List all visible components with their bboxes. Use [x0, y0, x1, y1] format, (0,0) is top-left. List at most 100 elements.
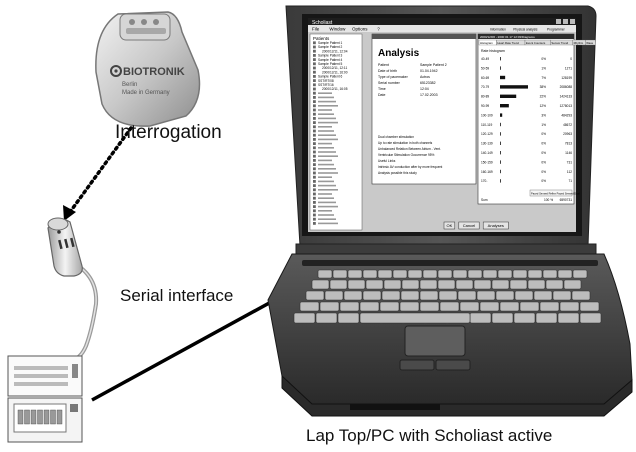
- keyboard-key: [419, 290, 439, 301]
- tree-item[interactable]: [318, 180, 334, 183]
- laptop-speaker: [302, 260, 598, 266]
- tree-item[interactable]: [318, 201, 336, 204]
- histogram-tab[interactable]: [585, 39, 596, 46]
- tree-item[interactable]: Sample Patient 1: [318, 41, 343, 45]
- right-menu-item[interactable]: Programmer: [547, 28, 566, 32]
- tree-item[interactable]: [318, 130, 334, 132]
- keyboard: [293, 269, 602, 324]
- right-menu-item[interactable]: Information: [490, 28, 506, 32]
- analysis-note: Up to rate stimulation in both channels: [378, 141, 433, 145]
- wand-led: [57, 230, 61, 234]
- tree-item[interactable]: [318, 109, 332, 111]
- tree-item[interactable]: [318, 100, 336, 103]
- tree-item[interactable]: [318, 142, 332, 145]
- tree-item[interactable]: Sample Patient 2: [318, 45, 343, 49]
- tree-item[interactable]: [318, 155, 338, 157]
- interrogation-arrowhead: [63, 205, 76, 221]
- tree-item[interactable]: 2000/12/11, 12:04: [322, 49, 348, 53]
- tree-item[interactable]: [318, 210, 332, 212]
- tree-node-icon: [313, 117, 316, 120]
- dialog-button-label: Analyses: [488, 223, 504, 228]
- tree-node-icon: [313, 49, 316, 53]
- tree-node-icon: [313, 175, 316, 179]
- tree-item[interactable]: [318, 172, 338, 174]
- menu-item[interactable]: File: [312, 27, 320, 32]
- tree-item[interactable]: [318, 176, 332, 178]
- tree-item[interactable]: SST/RT/08: [318, 79, 334, 83]
- tree-node-icon: [313, 201, 316, 204]
- tree-item[interactable]: [318, 138, 338, 141]
- tree-item[interactable]: [318, 117, 336, 120]
- tree-node-icon: [313, 133, 316, 137]
- tree-item[interactable]: [318, 168, 336, 170]
- tree-item[interactable]: [318, 121, 338, 124]
- tree-item[interactable]: [318, 92, 332, 94]
- tree-item[interactable]: [318, 151, 336, 153]
- tree-header: Patients: [313, 36, 330, 41]
- programmer-key: [50, 409, 56, 425]
- tree-node-icon: [313, 222, 316, 225]
- tree-node-icon: [313, 83, 316, 87]
- wand-cable: [69, 261, 97, 361]
- keyboard-key: [467, 269, 483, 279]
- tree-node-icon: [313, 196, 316, 200]
- menu-item[interactable]: ?: [377, 27, 380, 32]
- tree-item[interactable]: [318, 184, 336, 187]
- keyboard-key: [392, 269, 408, 279]
- tree-item[interactable]: [318, 96, 334, 99]
- analysis-note: Ventricular Stimulation Occurrence 95%: [378, 153, 435, 157]
- tree-item[interactable]: 2000/12/11, 12:11: [322, 66, 347, 70]
- histogram-row-pct: 1%: [541, 66, 546, 70]
- tree-item[interactable]: [318, 126, 332, 128]
- histogram-row-label: 130-139: [481, 142, 493, 146]
- tree-item[interactable]: [318, 222, 338, 225]
- tree-item[interactable]: [318, 193, 332, 195]
- tree-item[interactable]: [318, 218, 336, 220]
- tree-item[interactable]: [318, 113, 334, 115]
- tree-item[interactable]: [318, 159, 332, 162]
- dialog-button[interactable]: [443, 221, 456, 230]
- tree-item[interactable]: Sample Patient 4: [318, 58, 343, 62]
- dialog-button[interactable]: [482, 221, 509, 230]
- window-control[interactable]: [570, 19, 575, 24]
- tree-item[interactable]: [318, 105, 338, 107]
- tree-node-icon: [313, 125, 316, 129]
- window-control[interactable]: [556, 19, 561, 24]
- pacemaker-line1: Berlin: [122, 82, 137, 88]
- keyboard-key: [491, 312, 514, 324]
- tree-item[interactable]: 2000/12/11, 16:00: [322, 70, 348, 74]
- tree-item[interactable]: [318, 205, 338, 208]
- keyboard-key: [437, 279, 456, 290]
- tree-item[interactable]: Sample Patient 3: [318, 54, 343, 58]
- keyboard-key: [512, 269, 528, 279]
- histogram-bar: [500, 122, 501, 127]
- tree-item[interactable]: SST/RT/16: [318, 83, 334, 87]
- right-menu-item[interactable]: Physical analysis: [513, 28, 538, 32]
- histogram-window: [477, 33, 575, 205]
- app-titlebar: [308, 18, 576, 25]
- dialog-button[interactable]: [458, 221, 480, 230]
- window-control[interactable]: [563, 19, 568, 24]
- tree-item[interactable]: [318, 214, 334, 216]
- programmer-slot: [14, 366, 68, 370]
- tree-node-icon: [313, 108, 316, 112]
- tree-item[interactable]: 2000/12/11, 16:05: [322, 87, 348, 91]
- keyboard-key: [377, 269, 393, 279]
- tree-item[interactable]: Sample Patient 5: [318, 62, 343, 66]
- menu-item[interactable]: Window: [329, 27, 346, 32]
- tree-item[interactable]: [318, 134, 336, 136]
- keyboard-key: [401, 279, 420, 290]
- tree-item[interactable]: Sample Patient 6: [318, 75, 343, 79]
- tree-item[interactable]: [318, 189, 338, 191]
- menu-item[interactable]: Options: [352, 27, 368, 32]
- keyboard-key: [400, 290, 420, 301]
- tree-item[interactable]: [318, 163, 334, 166]
- programmer-key: [56, 409, 63, 425]
- histogram-row-pct: 0%: [541, 151, 546, 155]
- dialog-button-label: Cancel: [463, 223, 476, 228]
- tree-item[interactable]: [318, 197, 334, 199]
- tree-node-icon: [313, 154, 316, 158]
- tree-item[interactable]: [318, 147, 334, 149]
